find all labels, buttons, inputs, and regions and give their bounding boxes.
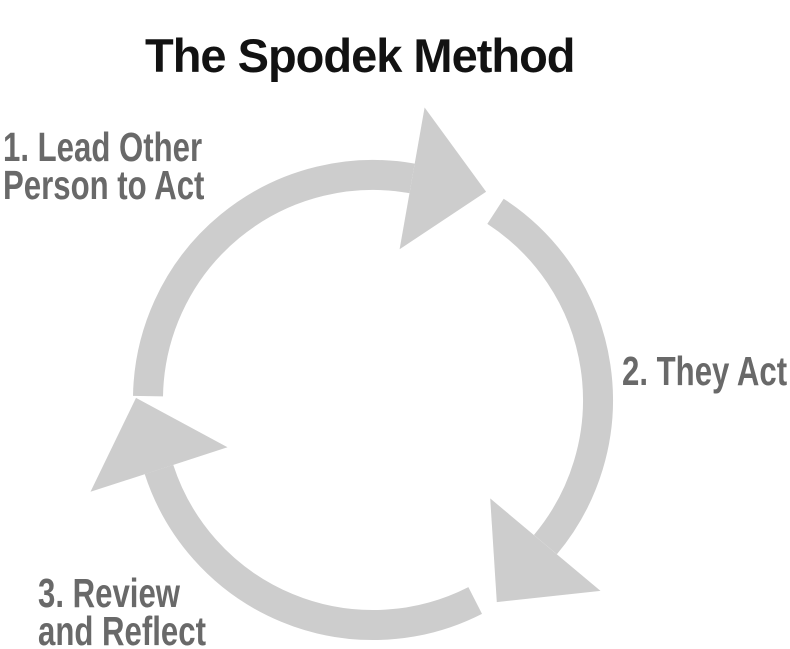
cycle-arc-2 — [487, 198, 613, 555]
cycle-step-1-line2: Person to Act — [3, 162, 205, 208]
cycle-step-3-line2: and Reflect — [38, 608, 206, 649]
cycle-step-1-label: 1. Lead Other Person to Act — [3, 124, 205, 208]
cycle-step-2-line1: 2. They Act — [622, 348, 788, 394]
page-title: The Spodek Method — [145, 29, 575, 83]
cycle-arrowhead-3 — [90, 397, 228, 492]
cycle-step-3-label: 3. Review and Reflect — [38, 570, 206, 649]
cycle-arc-3 — [144, 464, 483, 641]
cycle-arrowhead-1 — [399, 107, 487, 250]
cycle-step-3-line1: 3. Review — [38, 570, 181, 616]
cycle-arc-1 — [133, 159, 415, 397]
cycle-step-2-label: 2. They Act — [622, 348, 788, 394]
cycle-arrowhead-2 — [490, 498, 601, 603]
cycle-step-1-line1: 1. Lead Other — [3, 124, 203, 170]
